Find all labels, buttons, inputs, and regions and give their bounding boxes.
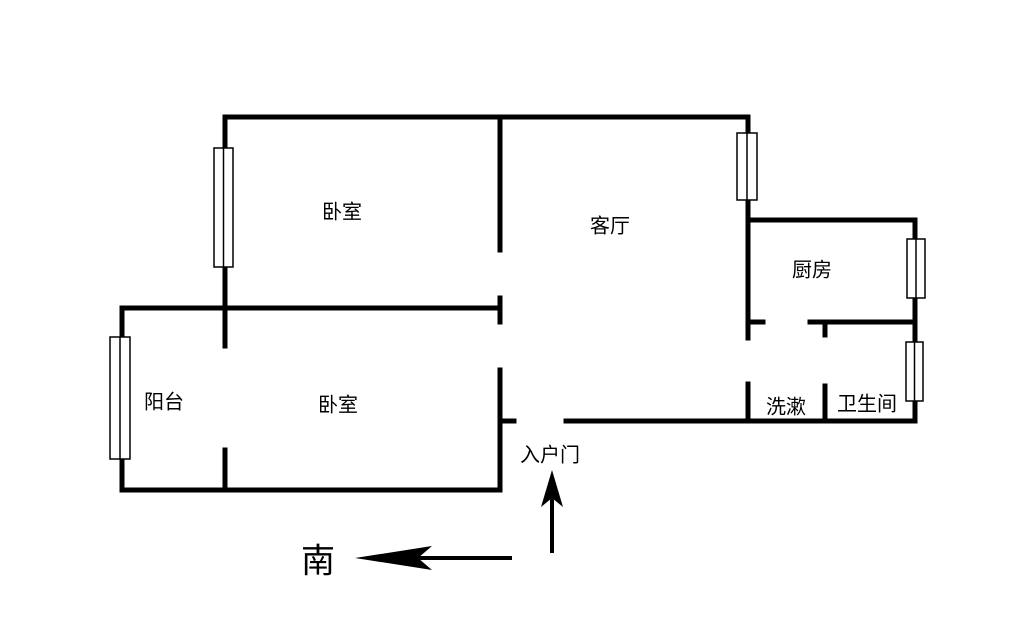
window-icon [109,336,131,460]
window-icon [906,238,926,299]
compass-south-label: 南 [301,541,335,582]
room-label-washroom: 洗漱 [766,394,806,419]
window-icon [736,132,758,201]
room-label-living-room: 客厅 [590,213,630,238]
south-arrow-icon [355,546,512,570]
entrance-arrow-icon [541,470,563,553]
entrance-label: 入户门 [520,442,580,467]
room-label-kitchen: 厨房 [792,257,832,282]
windows [109,132,926,460]
room-label-bedroom-south: 卧室 [318,392,358,417]
room-label-balcony: 阳台 [144,389,184,414]
window-icon [905,341,924,402]
wall-top [222,114,751,341]
walls [119,114,918,493]
room-label-bedroom-north: 卧室 [322,199,362,224]
room-label-bathroom: 卫生间 [837,391,897,416]
window-icon [213,147,234,268]
